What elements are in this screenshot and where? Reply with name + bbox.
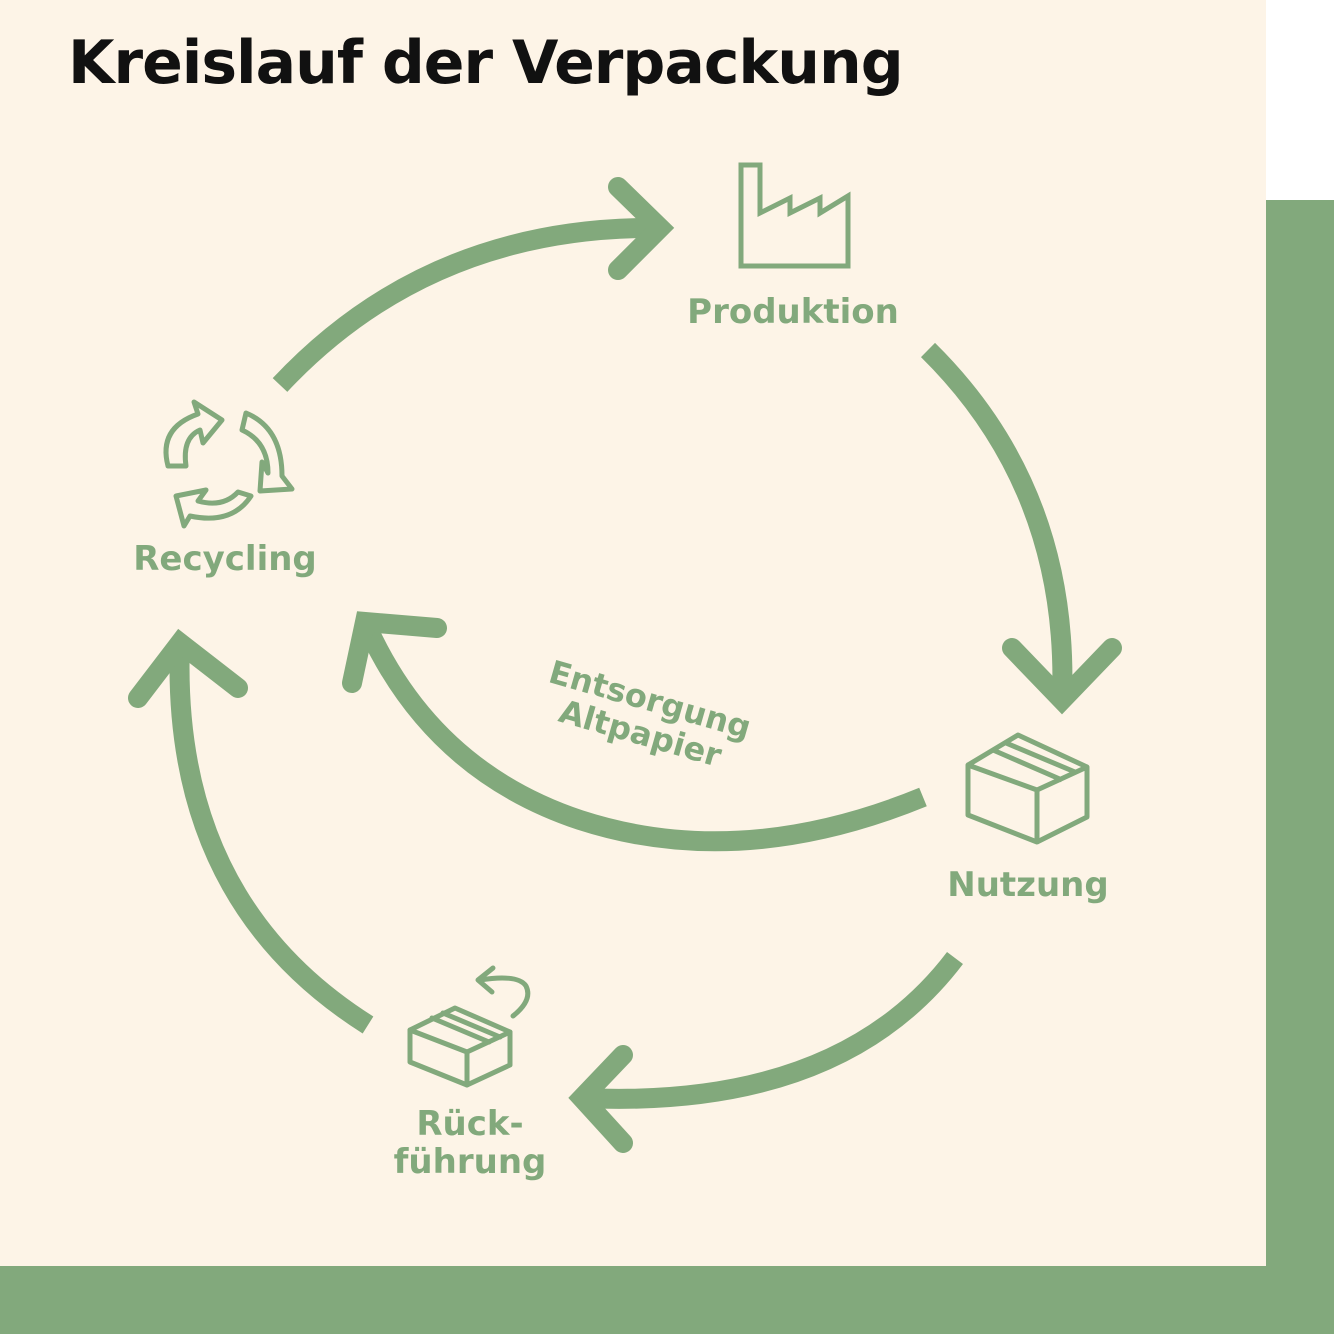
box-icon (965, 732, 1090, 845)
stage-label-rueckfuehrung-line1: Rück- (416, 1104, 524, 1144)
arrow-nutzung-to-recycling (355, 617, 927, 852)
stage-label-nutzung: Nutzung (947, 865, 1109, 905)
recycle-icon (163, 399, 295, 529)
factory-icon (738, 162, 851, 269)
arrowhead-nutzung (1002, 638, 1122, 715)
arrowhead-recycling-outer (128, 628, 248, 708)
arrow-nutzung-to-rueckfuehrung (581, 951, 963, 1109)
arrow-recycling-to-produktion (272, 217, 661, 392)
box-return-icon (407, 965, 531, 1088)
page-title: Kreislauf der Verpackung (68, 28, 904, 98)
cycle-diagram (128, 162, 1122, 1153)
stage-label-produktion: Produktion (687, 292, 899, 332)
arrowhead-produktion (608, 177, 675, 280)
arrowhead-rueckfuehrung (568, 1045, 633, 1153)
panel-shadow-right (1266, 200, 1334, 1334)
arrow-produktion-to-nutzung (920, 342, 1073, 701)
stage-label-recycling: Recycling (133, 539, 317, 579)
arrow-rueckfuehrung-to-recycling (169, 642, 374, 1034)
panel-shadow-bottom (0, 1266, 1334, 1334)
arrowhead-recycling-inner (342, 611, 447, 693)
stage-label-rueckfuehrung: Rück- führung (360, 1105, 580, 1181)
stage-label-rueckfuehrung-line2: führung (393, 1142, 547, 1183)
